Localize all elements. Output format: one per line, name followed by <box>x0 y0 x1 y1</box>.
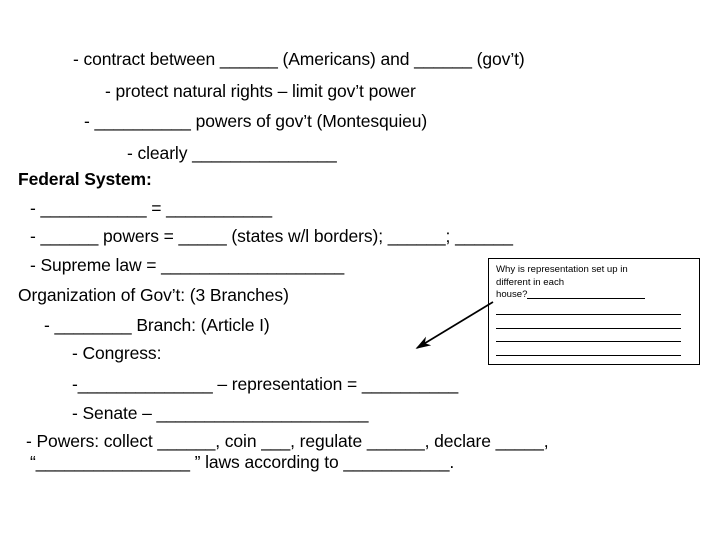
line-house-representation: -______________ – representation = _____… <box>72 374 459 394</box>
line-legislative-branch: - ________ Branch: (Article I) <box>44 315 270 335</box>
callout-question-inline-blank[interactable] <box>527 298 646 300</box>
heading-federal-system: Federal System: <box>18 169 152 189</box>
line-federal-equals: - ___________ = ___________ <box>30 198 273 218</box>
callout-answer-line[interactable] <box>496 342 681 356</box>
line-congress: - Congress: <box>72 343 162 363</box>
line-senate: - Senate – ______________________ <box>72 403 369 423</box>
callout-answer-line[interactable] <box>496 315 681 329</box>
line-separation-of-powers: - __________ powers of gov’t (Montesquie… <box>84 111 428 131</box>
callout-question: Why is representation set up in differen… <box>496 264 692 302</box>
heading-organization-of-govt: Organization of Gov’t: (3 Branches) <box>18 285 289 305</box>
callout-box: Why is representation set up in differen… <box>488 258 700 365</box>
line-powers-states: - ______ powers = _____ (states w/l bord… <box>30 226 513 246</box>
line-necessary-and-proper: “________________ ” laws according to __… <box>30 452 455 472</box>
line-protect-natural-rights: - protect natural rights – limit gov’t p… <box>105 81 416 101</box>
line-supreme-law: - Supreme law = ___________________ <box>30 255 345 275</box>
line-clearly: - clearly _______________ <box>127 143 337 163</box>
callout-answer-line[interactable] <box>496 302 681 316</box>
callout-answer-line[interactable] <box>496 329 681 343</box>
callout-arrow-icon <box>415 301 494 349</box>
line-powers-collect: - Powers: collect ______, coin ___, regu… <box>26 431 549 451</box>
line-contract: - contract between ______ (Americans) an… <box>73 49 525 69</box>
